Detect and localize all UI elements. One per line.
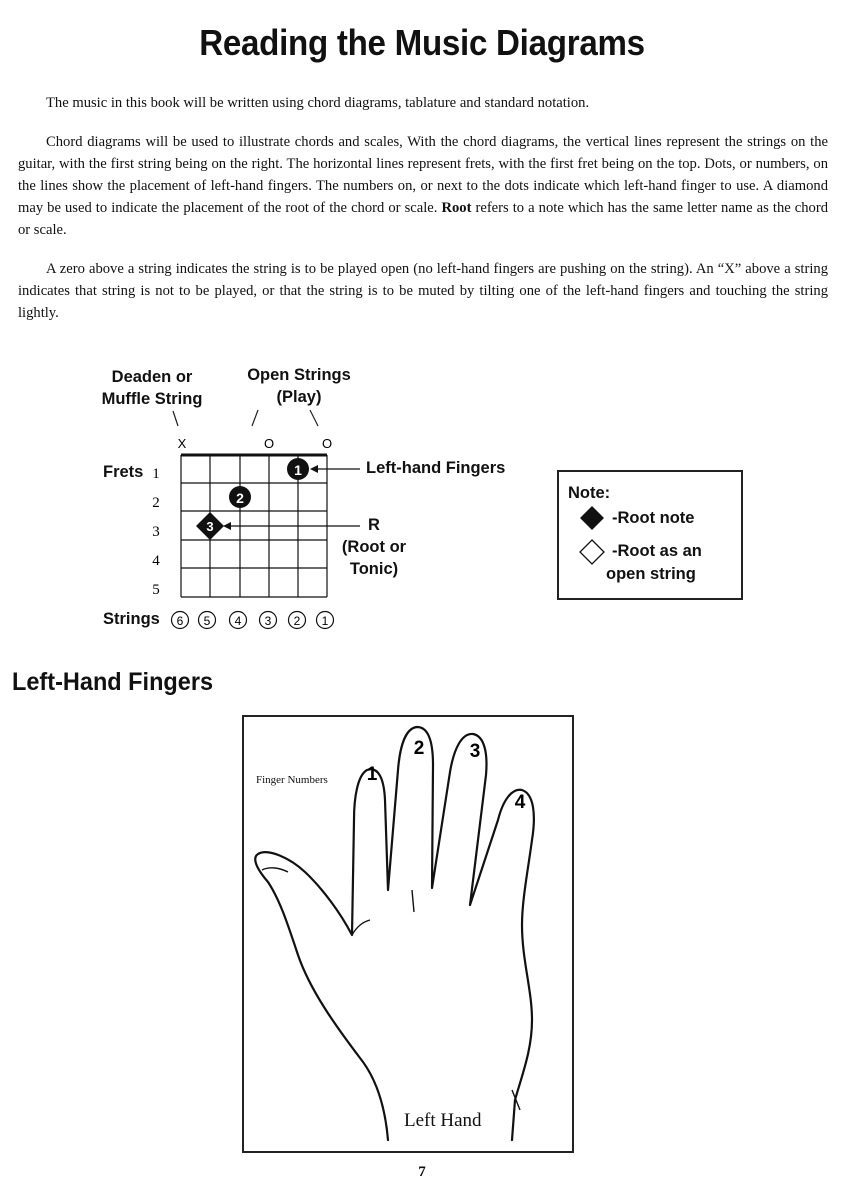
section-title: Left-Hand Fingers (12, 668, 214, 696)
fret-number-3: 3 (152, 524, 160, 540)
intro-paragraph: The music in this book will be written u… (46, 95, 590, 111)
mute-mark: X (178, 436, 187, 451)
left-hand-fingers-arrowhead (310, 465, 318, 473)
fret-number-5: 5 (152, 582, 160, 598)
fret-number-4: 4 (152, 553, 160, 569)
page-number: 7 (418, 1164, 426, 1180)
string-number-6: 6 (177, 614, 184, 628)
left-hand-fingers-label: Left-hand Fingers (366, 459, 506, 477)
note-root-text: -Root note (612, 509, 695, 527)
frets-label: Frets (103, 463, 144, 481)
open-pointer-right (309, 409, 319, 427)
root-diamond (196, 512, 224, 540)
open-pointer-left (251, 409, 259, 427)
note-box (557, 470, 743, 600)
string-circle-2 (287, 610, 307, 630)
string-circle-3 (258, 610, 278, 630)
string-number-5: 5 (204, 614, 211, 628)
string-number-3: 3 (265, 614, 272, 628)
fret-number-1: 1 (152, 466, 160, 482)
string-circle-6 (170, 610, 190, 630)
finger-dot-2 (229, 486, 251, 508)
string-circle-4 (228, 610, 248, 630)
note-title: Note: (568, 484, 611, 502)
finger-dot-1 (287, 458, 309, 480)
open-strings-label: Open Strings(Play) (247, 366, 351, 406)
note-open-text-line2: open string (606, 565, 696, 583)
open-mark-3: O (264, 436, 274, 451)
finger-numbers-label: Finger Numbers (256, 774, 328, 786)
wrist-crease (511, 1089, 521, 1111)
chord-diagram-paragraph: Chord diagrams will be used to illustrat… (18, 134, 829, 238)
thumb-crease (351, 919, 371, 936)
page-title: Reading the Music Diagrams (199, 22, 645, 63)
finger-number-4: 4 (515, 792, 526, 813)
deaden-pointer (172, 410, 179, 427)
thumbnail (261, 867, 289, 873)
open-diamond-icon (579, 539, 605, 565)
string-number-1: 1 (322, 614, 329, 628)
knuckle-crease (411, 889, 415, 913)
open-muted-paragraph: A zero above a string indicates the stri… (18, 261, 828, 321)
open-mark-1: O (322, 436, 332, 451)
finger-dot-2-label: 2 (236, 490, 244, 506)
note-open-text-line1: -Root as an (612, 542, 702, 560)
string-circle-1 (315, 610, 335, 630)
string-number-4: 4 (235, 614, 242, 628)
string-number-2: 2 (294, 614, 301, 628)
hand-caption: Left Hand (404, 1110, 482, 1131)
hand-illustration-box (242, 715, 574, 1153)
filled-diamond-icon (580, 506, 604, 530)
left-hand-outline (254, 725, 535, 1142)
string-circle-5 (197, 610, 217, 630)
finger-dot-1-label: 1 (294, 462, 302, 478)
strings-label: Strings (103, 610, 160, 628)
finger-number-3: 3 (470, 741, 481, 762)
root-diamond-label: 3 (206, 519, 213, 534)
fret-number-2: 2 (152, 495, 160, 511)
finger-number-2: 2 (414, 738, 425, 759)
root-arrowhead (223, 522, 231, 530)
finger-number-1: 1 (367, 764, 378, 785)
